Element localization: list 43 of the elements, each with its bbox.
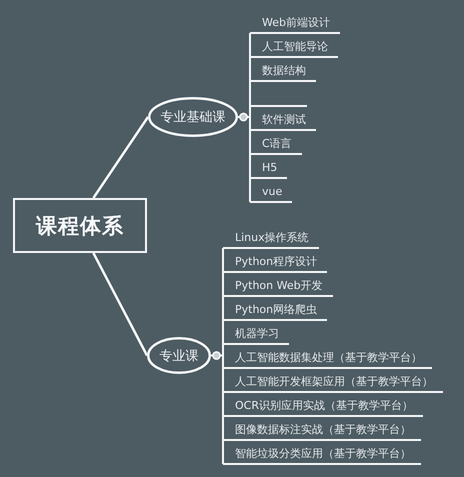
subtopic-item: Python网络爬虫 <box>229 303 328 321</box>
connector-line <box>223 415 229 417</box>
subtopic-item: 人工智能数据集处理（基于教学平台） <box>229 351 432 369</box>
central-topic-box: 课程体系 <box>13 198 147 253</box>
subtopic-item: H5 <box>256 161 288 179</box>
subtopic-item: vue <box>256 185 292 203</box>
connector-line <box>223 391 229 393</box>
subtopic-item: OCR识别应用实战（基于教学平台） <box>229 399 423 417</box>
connector-line <box>92 252 148 356</box>
connector-line <box>250 177 256 179</box>
subtopic-item: Web前端设计 <box>256 16 340 34</box>
connector-line <box>223 463 229 465</box>
connector-line <box>210 247 224 465</box>
connector-line <box>250 105 256 107</box>
subtopic-item: Python Web开发 <box>229 279 333 297</box>
subtopic-item: 图像数据标注实战（基于教学平台） <box>229 423 421 441</box>
connector-line <box>223 295 229 297</box>
subtopic-item: 人工智能开发框架应用（基于教学平台） <box>229 375 443 393</box>
connector-line <box>223 367 229 369</box>
connector-line <box>250 201 256 203</box>
connector-line <box>250 32 256 34</box>
topic-ellipse: 专业课 <box>147 337 211 374</box>
connector-line <box>250 80 256 82</box>
subtopic-item: 软件测试 <box>256 113 316 131</box>
connector-line <box>223 343 229 345</box>
topic-ellipse: 专业基础课 <box>148 97 238 137</box>
connector-line <box>237 32 251 203</box>
subtopic-item: 智能垃圾分类应用（基于教学平台） <box>229 447 421 465</box>
connector-line <box>223 247 229 249</box>
subtopic-item: Python程序设计 <box>229 255 328 273</box>
subtopic-item: Linux操作系统 <box>229 231 319 249</box>
connector-line <box>250 56 256 58</box>
connector-line <box>250 129 256 131</box>
connector-line <box>92 116 150 199</box>
connector-line <box>223 319 229 321</box>
subtopic-item: 数据结构 <box>256 64 316 82</box>
connector-line <box>250 153 256 155</box>
subtopic-item: 机器学习 <box>229 327 289 345</box>
subtopic-item: 人工智能导论 <box>256 40 338 58</box>
connector-line <box>223 271 229 273</box>
connector-line <box>223 439 229 441</box>
subtopic-underline <box>256 105 307 107</box>
subtopic-item: C语言 <box>256 137 302 155</box>
